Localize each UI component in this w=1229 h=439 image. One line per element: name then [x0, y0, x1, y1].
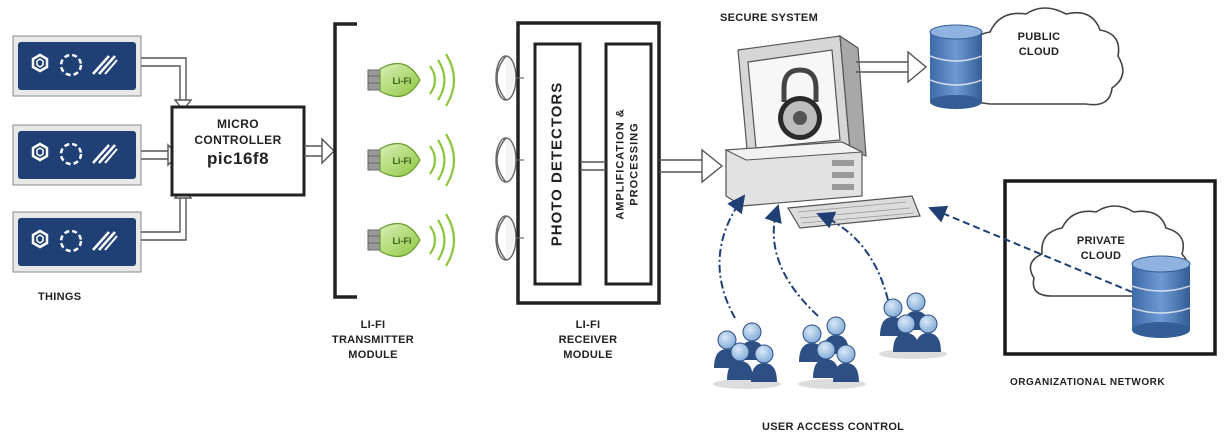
user-access-control-label: User Access Control — [762, 421, 905, 433]
private-cloud-link — [928, 205, 1133, 293]
lifi-bulb-2: Li-Fi — [367, 133, 456, 187]
photo-detectors-label: Photo Detectors — [548, 81, 566, 247]
bulb-text-1: Li-Fi — [393, 76, 412, 86]
transmitter-bracket — [333, 22, 357, 299]
user-group-1 — [713, 322, 781, 389]
user-groups — [713, 292, 947, 389]
receiver-to-computer-arrow — [659, 148, 724, 184]
detector-to-amp-connector — [580, 161, 606, 171]
lifi-bulb-3: Li-Fi — [367, 213, 456, 267]
computer-to-public-cloud-arrow — [856, 50, 928, 84]
receiver-line3: module — [563, 348, 613, 361]
thing-device-3 — [11, 210, 143, 274]
micro-line3: pic16f8 — [206, 149, 270, 169]
secure-system-label: SECURE SYSTEM — [720, 12, 819, 24]
transmitter-line1: Li-Fi — [360, 319, 386, 331]
lifi-bulb-1: Li-Fi — [367, 53, 456, 107]
private-cloud-label: Private cloud — [1066, 234, 1136, 264]
bulb-text-2: Li-Fi — [393, 156, 412, 166]
micro-to-transmitter-arrow — [304, 137, 335, 165]
micro-line2: controller — [194, 133, 282, 148]
transmitter-label: Li-Fi Transmitter module — [318, 318, 428, 363]
private-cloud-line2: cloud — [1080, 249, 1122, 262]
receiver-line2: Receiver — [558, 333, 618, 346]
photo-detectors-box — [533, 42, 582, 286]
thing-device-1 — [11, 34, 143, 98]
amp-line1: Amplification & — [614, 108, 627, 220]
secure-computer — [724, 34, 921, 229]
transmitter-line3: module — [348, 348, 398, 361]
amplification-box — [604, 42, 653, 286]
receiver-line1: Li-Fi — [575, 319, 601, 331]
public-cloud-label: Public cloud — [1004, 30, 1074, 60]
amp-line2: Processing — [629, 122, 641, 206]
microcontroller-box — [170, 105, 306, 197]
organizational-network-label: ORGANIZATIONAL NETWORK — [1010, 377, 1166, 388]
things-label: THINGS — [38, 291, 82, 303]
private-cloud-line1: Private — [1076, 235, 1126, 247]
microcontroller-label: Micro controller pic16f8 — [178, 116, 298, 171]
public-cloud-line2: cloud — [1018, 45, 1060, 58]
public-cloud-line1: Public — [1017, 31, 1061, 43]
user-group-3 — [879, 292, 947, 359]
public-database-icon — [929, 24, 983, 109]
micro-line1: Micro — [217, 117, 259, 131]
private-database-icon — [1131, 255, 1191, 338]
user-access-links — [718, 194, 889, 319]
amplification-label: Amplification & Processing — [614, 108, 643, 219]
bulb-text-3: Li-Fi — [393, 236, 412, 246]
receiver-label: Li-Fi Receiver module — [528, 318, 648, 363]
transmitter-line2: Transmitter — [331, 333, 415, 346]
thing-device-2 — [11, 123, 143, 187]
user-group-2 — [798, 316, 866, 389]
